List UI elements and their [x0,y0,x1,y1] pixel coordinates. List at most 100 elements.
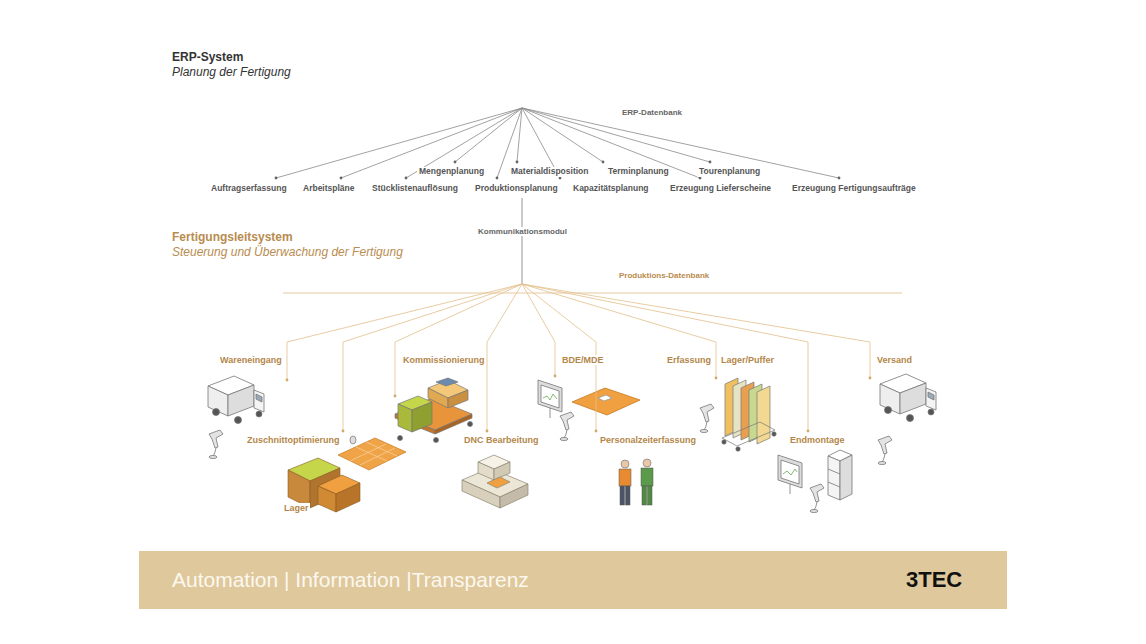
terminal-monitor [541,385,559,408]
terminal-monitor [550,408,551,418]
line-dot [496,177,499,180]
function-label: Terminplanung [606,167,671,177]
scanner-icon [882,454,885,462]
fan-line [522,108,710,162]
line-dot [699,177,702,180]
truck-icon [228,385,254,416]
fan-line [406,108,522,178]
line-dot [342,430,345,433]
picking-cart [448,390,468,408]
scanner-icon [700,404,714,433]
buffer-rack [736,447,740,451]
logo-text: 3TEC [906,568,962,592]
cnc-machine [500,484,528,508]
picking-cart [428,388,448,408]
function-label: Arbeitspläne [301,184,357,194]
function-label: Erzeugung Fertigungsaufträge [790,184,918,194]
workers [619,469,631,486]
scanner-icon [878,436,892,454]
cnc-machine [478,462,494,480]
scanner-icon [560,438,568,441]
picking-cart [395,378,473,443]
assembly-station [783,469,797,475]
line-dot [554,375,557,378]
workers [619,459,653,505]
tagline: Automation | Information |Transparenz [172,568,529,591]
cutting-plate [350,444,386,461]
line-dot [715,377,718,380]
database-bus [283,293,902,294]
fan-line [522,284,808,431]
assembly-station [828,456,840,500]
station-label: Zuschnittoptimierung [246,435,341,445]
station-label: Endmontage [789,435,846,445]
assembly-station [828,482,840,487]
buffer-rack [772,432,776,436]
buffer-rack [722,440,726,444]
fan-line [341,108,522,178]
assembly-station [840,455,852,500]
database-label: Produktions-Datenbank [617,271,711,280]
scanner-icon [209,430,223,448]
function-label: Stücklistenauflösung [370,184,460,194]
line-dot [709,161,712,164]
function-label: Auftragserfassung [209,184,289,194]
storage-boxes [318,486,336,512]
truck-icon [907,415,914,422]
scanner-icon [814,502,817,510]
line-dot [838,177,841,180]
truck-icon [235,417,242,424]
function-label: Produktionsplanung [473,184,560,194]
cutting-plate [350,436,356,444]
terminal-monitor [538,380,562,412]
scanner-icon [878,436,892,465]
assembly-station [828,469,840,474]
terminal-monitor [538,380,640,418]
function-label: Erzeugung Lieferscheine [668,184,773,194]
module-label: Kommunikationsmodul [476,227,569,236]
picking-cart [412,402,432,432]
terminal-monitor [598,395,612,401]
fan-line [487,284,522,431]
fan-line [517,108,522,162]
function-label: Mengenplanung [417,167,486,177]
scanner-icon [878,462,886,465]
scanner-icon [560,412,574,441]
truck-icon [254,390,264,412]
line-dot [516,161,519,164]
section-subtitle: Steuerung und Überwachung der Fertigung [172,246,403,260]
fan-line [395,284,522,396]
section-subtitle: Planung der Fertigung [172,66,291,80]
station-label: Kommissionierung [402,355,486,365]
cnc-machine [462,455,528,508]
scanner-icon [560,412,574,430]
truck-icon [928,409,934,415]
truck-icon [256,411,262,417]
assembly-station [790,484,791,494]
scanner-icon [810,484,824,502]
truck-icon [900,383,926,414]
truck-icon [885,407,892,414]
line-dot [286,379,289,382]
fan-line [522,284,555,376]
scanner-icon [209,456,217,459]
line-dot [559,177,562,180]
line-dot [275,177,278,180]
station-label: Erfassung [666,355,712,365]
line-dot [602,161,605,164]
picking-cart [398,404,412,432]
fan-line [276,108,522,178]
truck-icon [880,384,900,414]
scanner-icon [700,430,708,433]
station-label: Personalzeiterfassung [599,435,697,445]
workers [642,486,647,505]
line-dot [807,430,810,433]
assembly-station [778,450,852,500]
section-title: ERP-System [172,51,243,65]
function-label: Materialdisposition [509,167,590,177]
workers [620,486,625,505]
station-label: Lager/Puffer [720,355,775,365]
fan-line [522,284,870,378]
picking-cart [398,436,403,441]
